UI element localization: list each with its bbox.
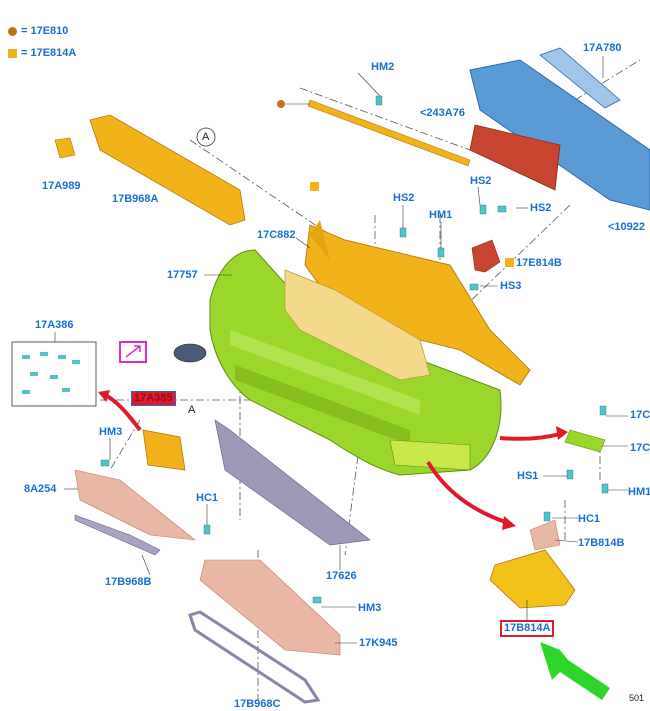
label-17c882: 17C882 (257, 229, 296, 241)
sensor-bracket (564, 429, 606, 453)
leader-line (109, 419, 141, 471)
bracket-17a385 (142, 429, 186, 471)
label-hm1-right: HM1 (628, 486, 650, 498)
label-hm3-left: HM3 (99, 426, 123, 438)
label-hc1-left: HC1 (196, 492, 219, 504)
label-17b968b: 17B968B (105, 576, 152, 588)
lower-frame-17b968c (188, 610, 321, 704)
grille-mesh-8a254 (74, 469, 196, 556)
label-17a386: 17A386 (35, 319, 74, 331)
legend-item-17e814a: = 17E814A (8, 47, 76, 59)
red-arrows (98, 390, 568, 530)
leader-line (189, 139, 331, 236)
bumper-cover-17757 (209, 249, 502, 476)
circle-marker-icon (8, 26, 17, 36)
label-hm3-bottom: HM3 (358, 602, 382, 614)
label-hc1-right: HC1 (578, 513, 601, 525)
side-bracket-17b968a (54, 114, 246, 226)
label-17757: 17757 (167, 269, 198, 281)
label-17a989: 17A989 (42, 180, 81, 192)
label-hs2-right: HS2 (530, 202, 552, 214)
label-17a780: 17A780 (583, 42, 622, 54)
label-17626: 17626 (326, 570, 357, 582)
label-243a76: <243A76 (420, 107, 465, 119)
bracket-17e814b (471, 239, 514, 273)
legend-text: = 17E814A (21, 47, 77, 59)
label-8a254: 8A254 (24, 483, 57, 495)
fasteners (100, 95, 609, 604)
fog-lamp-bezel-17b814a (489, 519, 576, 609)
17e814a-marker (310, 182, 319, 191)
label-hm2: HM2 (371, 61, 395, 73)
hardware-kit-box (11, 341, 97, 407)
leader-line (574, 59, 641, 101)
label-17b814a-highlighted: 17B814A (500, 620, 555, 637)
page-number: 501 (628, 693, 644, 703)
upper-strip (277, 99, 471, 167)
label-hs1: HS1 (517, 470, 539, 482)
lower-absorber (284, 269, 431, 381)
label-hs2-mid: HS2 (393, 192, 415, 204)
bumper-reinforcement-beam (469, 47, 650, 211)
label-17c-b: 17C (630, 442, 650, 454)
callout-a-bottom: A (188, 404, 196, 416)
leader-line (299, 87, 471, 151)
label-hs2-top: HS2 (470, 175, 492, 187)
label-17k945: 17K945 (359, 637, 398, 649)
legend-text: = 17E810 (21, 25, 69, 37)
label-hs3: HS3 (500, 280, 522, 292)
label-hm1-mid: HM1 (429, 209, 453, 221)
label-10922: <10922 (608, 221, 646, 233)
lower-grille-17k945 (199, 559, 341, 656)
square-marker-icon (8, 48, 17, 58)
label-17b968a: 17B968A (112, 193, 159, 205)
17e810-marker (277, 100, 285, 108)
label-17c-a: 17C (630, 409, 650, 421)
energy-absorber-17c882 (304, 182, 531, 386)
legend-item-17e810: = 17E810 (8, 25, 68, 37)
callout-a-top: A (202, 131, 210, 143)
label-17a385-highlighted: 17A385 (131, 391, 176, 406)
ford-badge (119, 341, 207, 363)
label-17b814b: 17B814B (578, 537, 625, 549)
lower-trim-17626 (214, 419, 371, 546)
label-17e814b: 17E814B (516, 257, 562, 269)
green-arrow (540, 642, 610, 700)
label-17b968c: 17B968C (234, 698, 281, 710)
